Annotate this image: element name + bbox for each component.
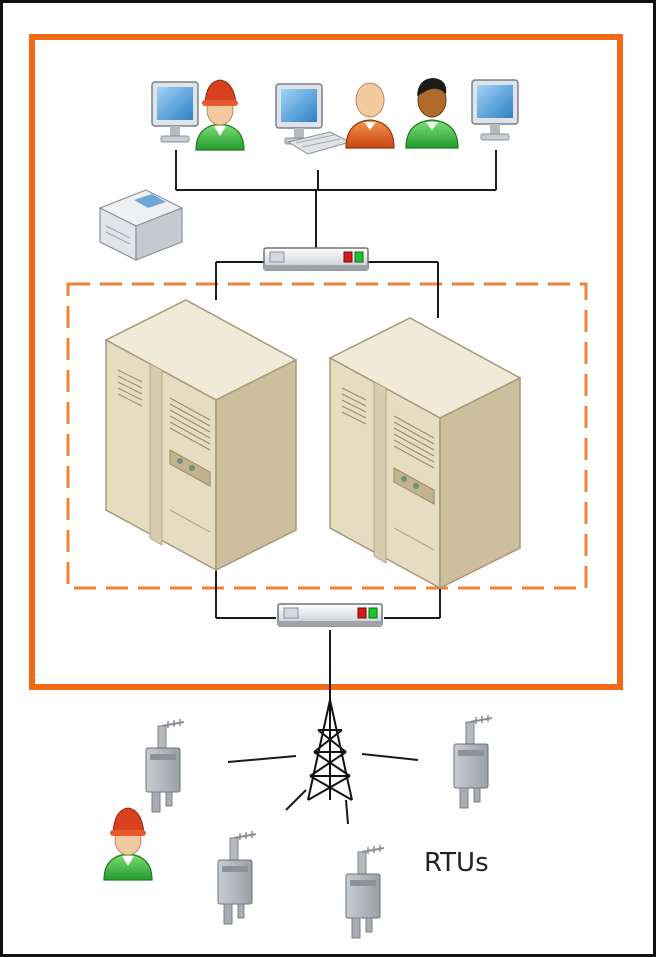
radio-tower-icon — [307, 699, 353, 801]
monitor-icon — [151, 81, 199, 143]
printer-icon — [99, 189, 183, 261]
hard-hat-icon — [110, 807, 146, 836]
control-center-boundary — [29, 34, 623, 690]
network-wiring — [175, 150, 497, 825]
rtu-icon — [217, 830, 257, 925]
rtu-icon — [345, 844, 385, 939]
server-cluster-boundary — [66, 282, 588, 590]
monitor-icon — [275, 83, 323, 145]
hard-hat-icon — [202, 79, 238, 106]
rtu-icon — [453, 714, 493, 809]
rtus-label: RTUs — [424, 848, 489, 878]
user-icon — [405, 78, 459, 149]
server-icon — [105, 299, 297, 571]
monitor-icon — [471, 79, 519, 141]
rtu-icon — [145, 718, 185, 813]
user-icon — [345, 82, 395, 149]
network-switch-icon — [277, 603, 383, 627]
server-icon — [329, 317, 521, 589]
network-switch-icon — [263, 247, 369, 271]
